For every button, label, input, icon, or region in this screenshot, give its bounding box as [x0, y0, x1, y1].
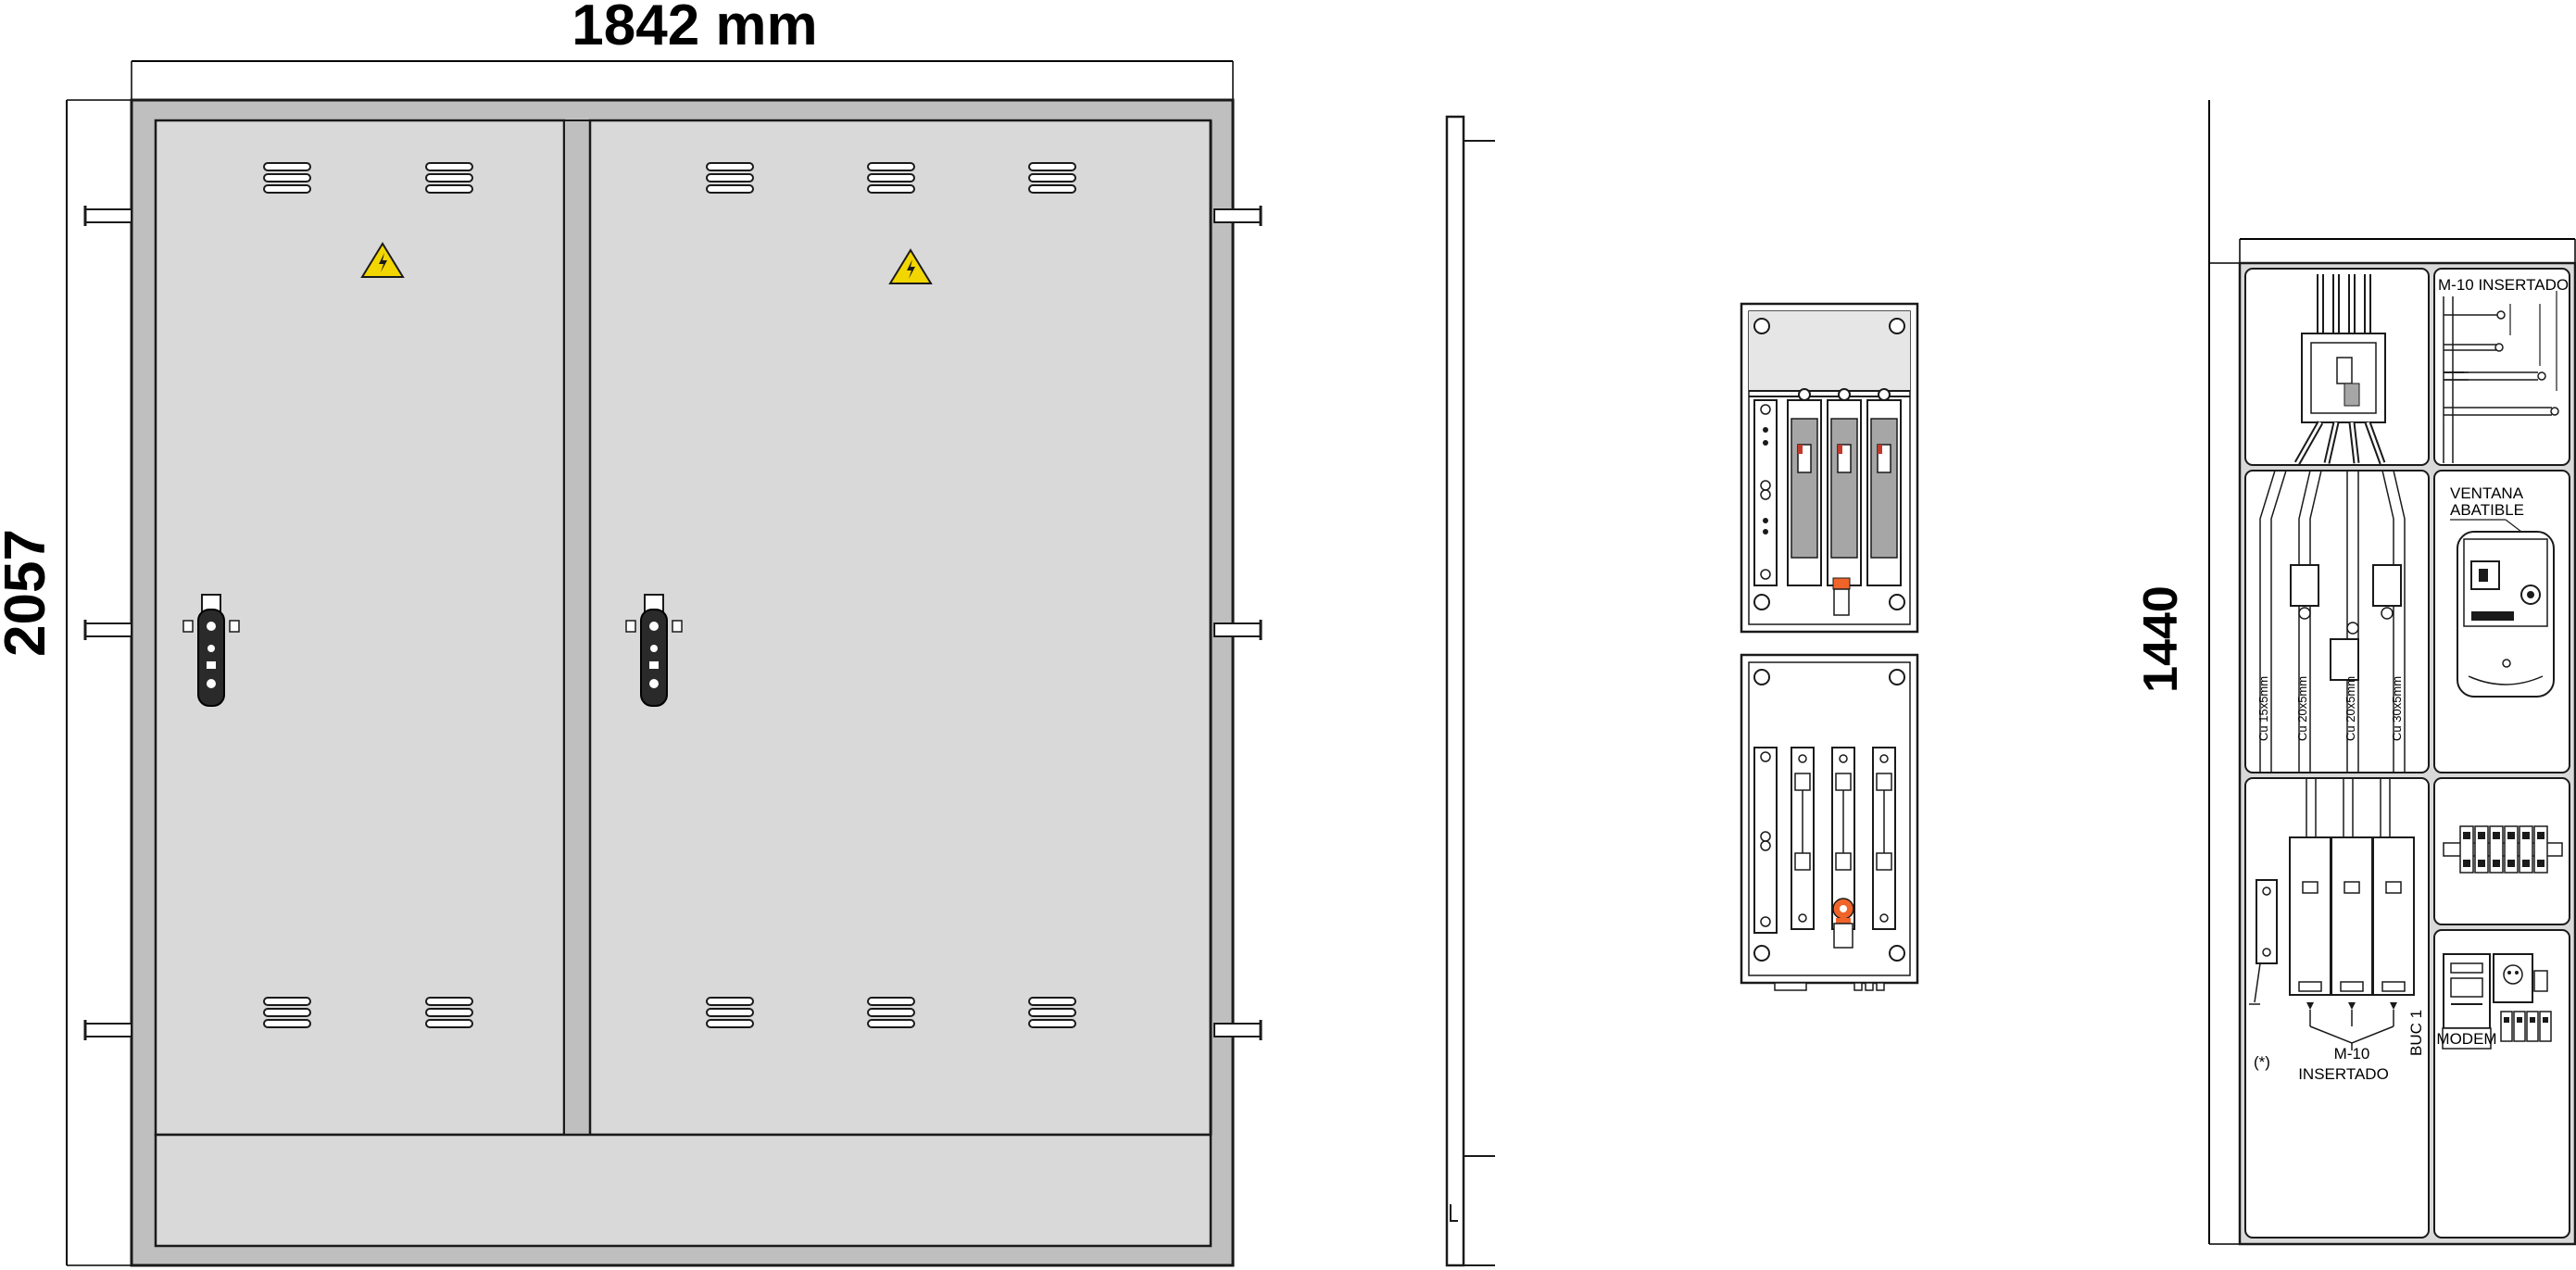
high-voltage-warning-icon — [360, 242, 405, 278]
vent-louver-icon — [867, 997, 915, 1028]
vent-louver-icon — [263, 997, 311, 1028]
high-voltage-warning-icon — [888, 248, 933, 284]
modem-compartment: MODEM — [2436, 953, 2552, 1050]
vent-louver-icon — [425, 997, 473, 1028]
vent-louver-icon — [425, 162, 473, 194]
hinge-left-top — [83, 206, 132, 226]
terminal-block-strip — [2443, 825, 2563, 874]
door-handle-icon[interactable] — [182, 594, 240, 707]
m10-bottom-label-line2: INSERTADO — [2298, 1065, 2389, 1083]
m10-bottom-label-line1: M-10 — [2334, 1045, 2370, 1063]
vent-louver-icon — [706, 162, 754, 194]
output-fuse-carriers — [2249, 778, 2415, 1050]
cable-bus-section: Cu 15x5mm Cu 20x5mm Cu 20x5mm Cu 30x5mm — [2256, 470, 2406, 773]
width-dimension-label: 1842 mm — [572, 0, 817, 57]
m10-busbars — [2443, 291, 2559, 463]
cabinet-height-label: 1440 — [2134, 585, 2188, 693]
door-handle-icon[interactable] — [625, 594, 683, 707]
energy-meter — [2457, 531, 2555, 698]
fuse-base-board — [1740, 302, 1919, 634]
ventana-label-line2: ABATIBLE — [2450, 501, 2524, 519]
cable-label-1: Cu 15x5mm — [2256, 676, 2270, 741]
ventana-label-line1: VENTANA — [2450, 484, 2524, 502]
hinge-right-bottom — [1213, 1020, 1263, 1040]
front-view-enclosure: 1842 mm 2057 — [0, 0, 1263, 1267]
metering-cabinet: 1440 — [2134, 100, 2576, 1246]
height-dimension-label: 2057 — [0, 529, 57, 657]
note-mark: (*) — [2254, 1053, 2270, 1071]
side-view-enclosure — [1445, 115, 1495, 1267]
main-breaker — [2293, 274, 2386, 465]
vent-louver-icon — [1028, 997, 1076, 1028]
m10-insertado-label: M-10 INSERTADO — [2438, 276, 2569, 294]
cable-label-3: Cu 20x5mm — [2344, 676, 2357, 741]
modem-label: MODEM — [2436, 1030, 2496, 1048]
fuse-switch-board — [1740, 653, 1919, 991]
hinge-left-bottom — [83, 1020, 132, 1040]
vent-louver-icon — [867, 162, 915, 194]
vent-louver-icon — [263, 162, 311, 194]
vent-louver-icon — [706, 997, 754, 1028]
buc-label: BUC 1 — [2407, 1010, 2425, 1056]
hinge-right-middle — [1213, 620, 1263, 640]
hinge-right-top — [1213, 206, 1263, 226]
vent-louver-icon — [1028, 162, 1076, 194]
cable-label-2: Cu 20x5mm — [2295, 676, 2309, 741]
cable-label-4: Cu 30x5mm — [2390, 676, 2404, 741]
right-door — [588, 119, 1213, 1137]
hinge-left-middle — [83, 620, 132, 640]
vent-louver-icon-group — [263, 162, 1076, 1028]
plinth-panel — [154, 1133, 1213, 1248]
